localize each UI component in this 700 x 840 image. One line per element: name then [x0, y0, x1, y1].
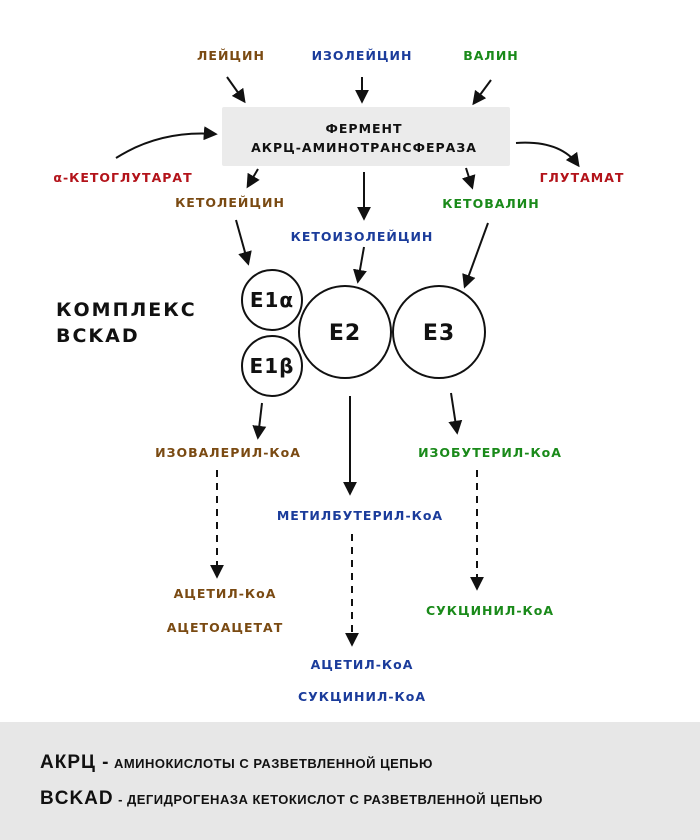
- valine-final-1: СУКЦИНИЛ-КоА: [426, 603, 554, 618]
- e3-label: E3: [423, 321, 455, 346]
- complex-label: КОМПЛЕКС: [56, 299, 197, 321]
- arrow-isovaleryl: [252, 402, 267, 440]
- leucine-label: ЛЕЙЦИН: [197, 48, 265, 63]
- arrow-glutamate: [515, 141, 580, 168]
- leucine-final-1: АЦЕТИЛ-КоА: [174, 586, 277, 601]
- isoleucine-final-1: АЦЕТИЛ-КоА: [311, 657, 414, 672]
- enzyme-line1: ФЕРМЕНТ: [325, 121, 402, 136]
- glutamate-label: ГЛУТАМАТ: [540, 170, 625, 185]
- ketoisoleucine-label: КЕТОИЗОЛЕЙЦИН: [291, 229, 434, 244]
- isobutyryl-coa-label: ИЗОБУТЕРИЛ-КоА: [418, 445, 562, 460]
- arrow-to-complex-3: [462, 222, 489, 289]
- enzyme-line2: АКРЦ-АМИНОТРАНСФЕРАЗА: [251, 140, 477, 155]
- e3-subunit: [392, 285, 486, 379]
- e2-subunit: [298, 285, 392, 379]
- e1b-subunit: [241, 335, 303, 397]
- legend-footer: АКРЦ - АМИНОКИСЛОТЫ С РАЗВЕТВЛЕННОЙ ЦЕПЬ…: [0, 722, 700, 840]
- ketoglutarate-label: α-КЕТОГЛУТАРАТ: [53, 170, 192, 185]
- arrow-to-complex-1: [235, 219, 252, 266]
- enzyme-box: [222, 107, 510, 166]
- e1a-label: E1α: [250, 288, 294, 312]
- arrow-ketoleucine: [246, 168, 260, 189]
- arrows: [115, 76, 580, 647]
- legend-abbr: BCKAD: [40, 788, 114, 809]
- isoleucine-label: ИЗОЛЕЙЦИН: [312, 48, 413, 63]
- leucine-final-2: АЦЕТОАЦЕТАТ: [167, 620, 284, 635]
- e2-label: E2: [329, 321, 361, 346]
- methylbutyryl-coa-label: МЕТИЛБУТЕРИЛ-КоА: [277, 508, 443, 523]
- e1a-subunit: [241, 269, 303, 331]
- e1b-label: E1β: [250, 354, 295, 378]
- ketovaline-label: КЕТОВАЛИН: [442, 196, 539, 211]
- legend-text: АМИНОКИСЛОТЫ С РАЗВЕТВЛЕННОЙ ЦЕПЬЮ: [113, 756, 433, 771]
- arrow-valine: [472, 79, 492, 106]
- valine-label: ВАЛИН: [463, 48, 519, 63]
- pathway-diagram: ЛЕЙЦИН ИЗОЛЕЙЦИН ВАЛИН ФЕРМЕНТ АКРЦ-АМИН…: [53, 48, 625, 704]
- arrow-ketoglutarate: [115, 126, 218, 159]
- arrow-ketovaline: [461, 167, 476, 190]
- arrow-leucine: [226, 76, 246, 104]
- isovaleryl-coa-label: ИЗОВАЛЕРИЛ-КоА: [155, 445, 301, 460]
- ketoleucine-label: КЕТОЛЕЙЦИН: [175, 195, 285, 210]
- bckad-label: BCKAD: [56, 325, 140, 347]
- legend-abbr: АКРЦ -: [40, 752, 110, 773]
- arrow-to-complex-2: [353, 246, 367, 284]
- arrow-isobutyryl: [448, 392, 463, 435]
- legend-item: АКРЦ - АМИНОКИСЛОТЫ С РАЗВЕТВЛЕННОЙ ЦЕПЬ…: [40, 752, 433, 774]
- isoleucine-final-2: СУКЦИНИЛ-КоА: [298, 689, 426, 704]
- legend-item: BCKAD - ДЕГИДРОГЕНАЗА КЕТОКИСЛОТ С РАЗВЕ…: [40, 788, 543, 810]
- legend-text: - ДЕГИДРОГЕНАЗА КЕТОКИСЛОТ С РАЗВЕТВЛЕНН…: [118, 792, 543, 807]
